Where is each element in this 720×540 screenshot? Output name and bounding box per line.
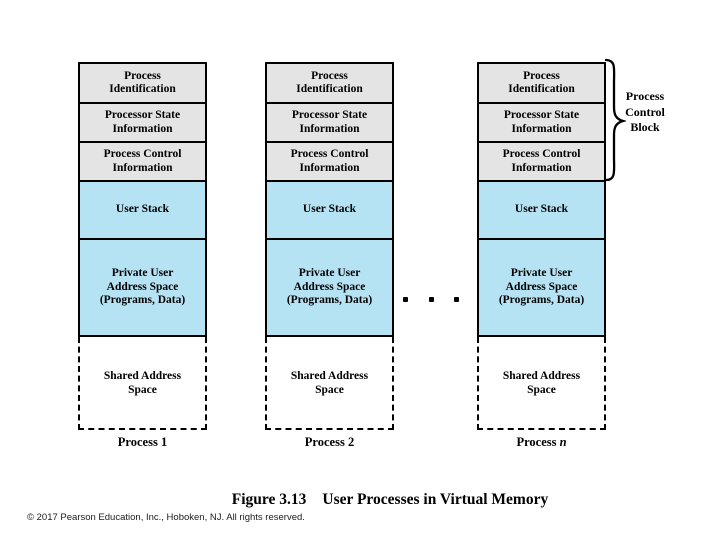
section-label: User Stack [302, 203, 357, 216]
figure-title: User Processes in Virtual Memory [322, 491, 549, 508]
section-label: Space [128, 383, 157, 396]
section-label: Processor State [503, 109, 580, 121]
ellipsis-dots [403, 297, 459, 302]
process-label-number: 1 [160, 435, 168, 449]
section-label: Private User [298, 267, 361, 280]
section-process-control-information: Process Control Information [267, 143, 392, 182]
section-label: Information [299, 161, 360, 174]
section-label: Information [112, 122, 173, 135]
dot-icon [403, 297, 408, 302]
section-label: Information [511, 161, 572, 174]
process-column-n: Process Identification Processor State I… [477, 0, 606, 540]
section-processor-state-information: Processor State Information [479, 104, 604, 143]
brace-icon [604, 58, 626, 182]
section-label: Processor State [104, 109, 181, 121]
section-private-user-address-space: Private User Address Space (Programs, Da… [80, 240, 205, 335]
section-label: Shared Address [502, 369, 581, 382]
process-label-number: n [559, 435, 567, 449]
section-label: (Programs, Data) [99, 294, 186, 307]
dot-icon [428, 297, 434, 302]
section-shared-address-space: Shared Address Space [265, 337, 394, 430]
section-label: User Stack [115, 203, 170, 216]
section-label: Process Control [290, 148, 369, 160]
brace-label-line: Process [625, 89, 665, 103]
section-label: Information [299, 122, 360, 135]
section-process-identification: Process Identification [80, 64, 205, 104]
section-label: Private User [510, 267, 573, 280]
brace-label-line: Block [630, 120, 660, 134]
section-label: Space [315, 383, 344, 396]
process-label-text: Process [304, 435, 345, 449]
section-label: Process [124, 69, 161, 82]
section-process-identification: Process Identification [267, 64, 392, 104]
figure-number: Figure 3.13 [231, 491, 307, 508]
copyright-notice: © 2017 Pearson Education, Inc., Hoboken,… [27, 512, 305, 523]
brace-label-line: Control [625, 104, 665, 119]
section-label: Information [511, 122, 572, 135]
section-label: Identification [508, 83, 575, 95]
section-shared-address-space: Shared Address Space [78, 337, 207, 430]
section-label: (Programs, Data) [498, 294, 585, 307]
section-user-stack: User Stack [80, 182, 205, 240]
section-label: Process [523, 69, 560, 82]
section-label: Process Control [502, 148, 581, 160]
process-label-text: Process [516, 435, 557, 449]
section-label: Private User [111, 267, 174, 280]
section-label: Shared Address [103, 369, 182, 382]
process-label: Process n [477, 435, 606, 450]
section-label: (Programs, Data) [286, 294, 373, 307]
process-label-text: Process [117, 435, 158, 449]
section-label: Address Space [293, 280, 366, 293]
section-label: Identification [109, 83, 176, 95]
process-label: Process 1 [78, 435, 207, 450]
section-label: Process Control [103, 148, 182, 160]
section-label: Space [527, 383, 556, 396]
section-label: Address Space [505, 280, 578, 293]
section-private-user-address-space: Private User Address Space (Programs, Da… [267, 240, 392, 335]
process-column-2: Process Identification Processor State I… [265, 0, 394, 540]
section-process-control-information: Process Control Information [479, 143, 604, 182]
section-label: Shared Address [290, 369, 369, 382]
process-column-1: Process Identification Processor State I… [78, 0, 207, 540]
dot-icon [454, 297, 459, 302]
section-processor-state-information: Processor State Information [80, 104, 205, 143]
section-user-stack: User Stack [479, 182, 604, 240]
section-label: Address Space [106, 280, 179, 293]
section-label: Information [112, 161, 173, 174]
section-label: Processor State [291, 109, 368, 121]
section-label: Identification [296, 83, 363, 95]
section-process-identification: Process Identification [479, 64, 604, 104]
process-image-box: Process Identification Processor State I… [477, 62, 606, 337]
section-label: User Stack [514, 203, 569, 216]
section-shared-address-space: Shared Address Space [477, 337, 606, 430]
process-label: Process 2 [265, 435, 394, 450]
process-image-box: Process Identification Processor State I… [78, 62, 207, 337]
figure-caption: Figure 3.13 User Processes in Virtual Mem… [60, 491, 720, 509]
section-processor-state-information: Processor State Information [267, 104, 392, 143]
section-private-user-address-space: Private User Address Space (Programs, Da… [479, 240, 604, 335]
process-image-box: Process Identification Processor State I… [265, 62, 394, 337]
section-user-stack: User Stack [267, 182, 392, 240]
process-control-block-label: Process Control Block [619, 89, 671, 136]
section-label: Process [311, 69, 348, 82]
section-process-control-information: Process Control Information [80, 143, 205, 182]
process-label-number: 2 [347, 435, 355, 449]
